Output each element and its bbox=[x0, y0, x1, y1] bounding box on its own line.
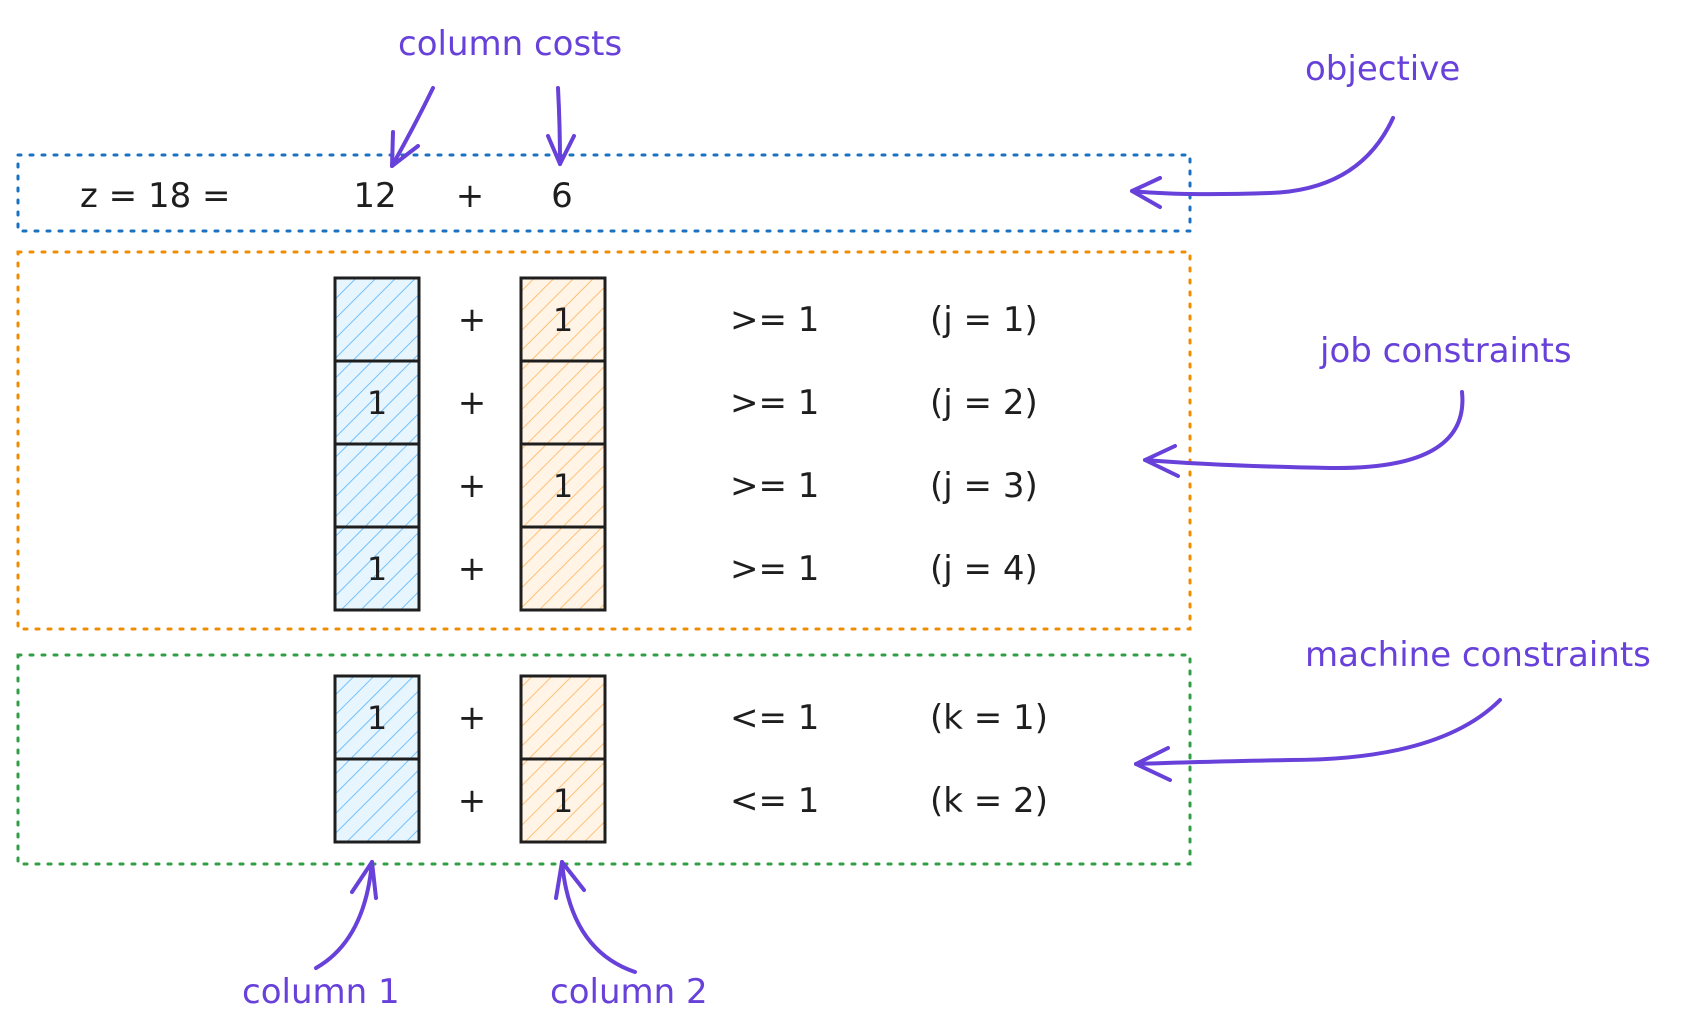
row-plus: + bbox=[458, 781, 487, 821]
column-1-cell-hatch bbox=[333, 757, 421, 844]
arrow-to-column-1-head bbox=[350, 860, 378, 900]
constraint-index: (k = 2) bbox=[930, 781, 1048, 821]
row-plus: + bbox=[458, 383, 487, 423]
column-1-cell-hatch bbox=[333, 359, 421, 446]
column-1-label: column 1 bbox=[242, 972, 400, 1012]
constraint-index: (j = 2) bbox=[930, 383, 1038, 423]
arrow-to-column-2 bbox=[560, 860, 637, 974]
machine-constraints-box bbox=[16, 653, 1192, 866]
constraint-index: (j = 1) bbox=[930, 300, 1038, 340]
column-1-cell-value: 1 bbox=[367, 699, 387, 737]
job-constraint-row: + 1 >= 1 (j = 1) bbox=[333, 276, 1038, 363]
machine-constraints-label: machine constraints bbox=[1305, 635, 1651, 675]
objective-annotation-label: objective bbox=[1305, 49, 1460, 89]
constraint-index: (k = 1) bbox=[930, 698, 1048, 738]
job-constraint-row: 1 + >= 1 (j = 2) bbox=[333, 359, 1038, 446]
column-2-cell-value: 1 bbox=[553, 782, 573, 820]
job-constraint-row: + 1 >= 1 (j = 3) bbox=[333, 442, 1038, 529]
column-1-cell-hatch bbox=[333, 442, 421, 529]
column-2-cell-hatch bbox=[519, 674, 607, 761]
arrow-to-job-constraints bbox=[1143, 390, 1465, 471]
column-1-cell-hatch bbox=[333, 525, 421, 612]
arrow-to-column-2-head bbox=[554, 860, 586, 900]
arrow-to-column-2-cost-head bbox=[546, 134, 576, 166]
arrow-to-machine-constraints-head bbox=[1134, 746, 1172, 782]
row-plus: + bbox=[458, 466, 487, 506]
column-1-cost: 12 bbox=[353, 176, 396, 216]
arrow-to-column-1 bbox=[314, 860, 374, 970]
arrow-to-column-1-cost bbox=[390, 86, 435, 168]
objective-plus: + bbox=[456, 176, 485, 216]
arrow-to-machine-constraints bbox=[1134, 698, 1502, 766]
column-2-cost: 6 bbox=[551, 176, 573, 216]
column-2-cell-value: 1 bbox=[553, 301, 573, 339]
column-2-cell-hatch bbox=[519, 359, 607, 446]
arrow-to-objective bbox=[1130, 116, 1395, 197]
constraint-index: (j = 3) bbox=[930, 466, 1038, 506]
constraint-relation: >= 1 bbox=[730, 383, 819, 423]
constraint-relation: >= 1 bbox=[730, 549, 819, 589]
constraint-relation: >= 1 bbox=[730, 300, 819, 340]
column-2-cell-hatch bbox=[519, 276, 607, 363]
column-1-cell-value: 1 bbox=[367, 384, 387, 422]
column-1-cell-hatch bbox=[333, 674, 421, 761]
arrow-to-column-2-cost bbox=[556, 86, 562, 166]
constraint-index: (j = 4) bbox=[930, 549, 1038, 589]
arrow-to-column-1-cost-head bbox=[390, 130, 420, 168]
constraint-relation: <= 1 bbox=[730, 781, 819, 821]
row-plus: + bbox=[458, 698, 487, 738]
job-constraints-label: job constraints bbox=[1319, 331, 1572, 371]
arrow-to-objective-head bbox=[1130, 176, 1162, 209]
column-costs-label: column costs bbox=[398, 24, 622, 64]
machine-constraint-row: 1 + <= 1 (k = 1) bbox=[333, 674, 1048, 761]
row-plus: + bbox=[458, 300, 487, 340]
constraint-relation: <= 1 bbox=[730, 698, 819, 738]
row-plus: + bbox=[458, 549, 487, 589]
job-constraints-box bbox=[16, 250, 1192, 631]
arrow-to-job-constraints-head bbox=[1143, 444, 1180, 478]
job-constraint-row: 1 + >= 1 (j = 4) bbox=[333, 525, 1038, 612]
column-1-cell-value: 1 bbox=[367, 550, 387, 588]
column-2-cell-hatch bbox=[519, 442, 607, 529]
column-2-label: column 2 bbox=[550, 972, 708, 1012]
machine-constraint-row: + 1 <= 1 (k = 2) bbox=[333, 757, 1048, 844]
column-2-cell-hatch bbox=[519, 525, 607, 612]
constraint-relation: >= 1 bbox=[730, 466, 819, 506]
column-2-cell-value: 1 bbox=[553, 467, 573, 505]
column-1-cell-hatch bbox=[333, 276, 421, 363]
objective-label: z = 18 = bbox=[80, 176, 231, 216]
column-2-cell-hatch bbox=[519, 757, 607, 844]
